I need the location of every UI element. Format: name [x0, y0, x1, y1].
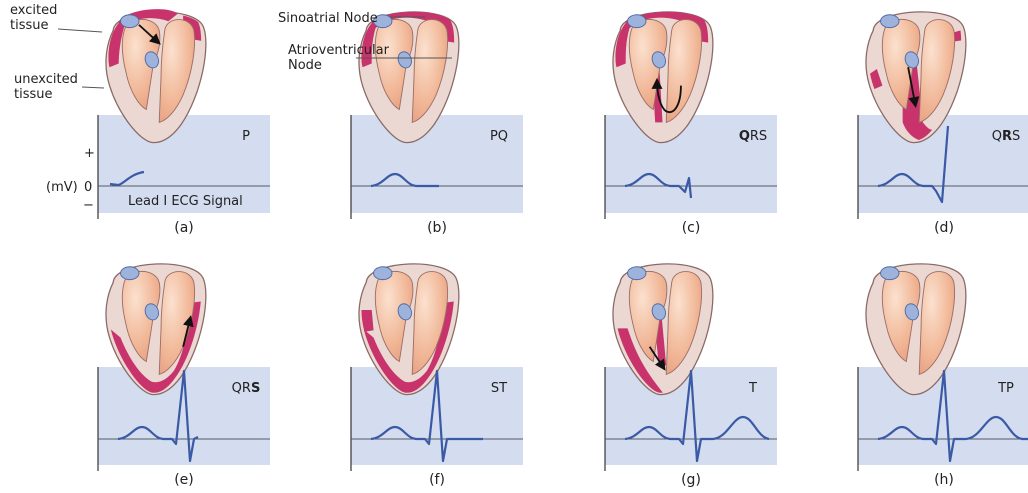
excited-tissue-line2: tissue: [10, 18, 49, 33]
phase-label-part: RS: [750, 129, 767, 144]
panel-caption: (h): [934, 472, 954, 488]
sinoatrial-node: [121, 267, 139, 280]
phase-label-part: Q: [992, 129, 1002, 144]
phase-label: PQ: [490, 129, 508, 144]
phase-label: QRS: [739, 129, 767, 144]
panel-c: QRS (c): [605, 12, 777, 236]
plus-sign: +: [84, 146, 95, 161]
panel-h: TP (h): [858, 264, 1028, 488]
panel-e: QRS (e): [98, 264, 270, 488]
sinoatrial-node: [121, 15, 139, 28]
excited-tissue-line1: excited: [10, 3, 57, 18]
panel-caption: (e): [174, 472, 194, 488]
phase-label-part: Q: [739, 129, 750, 144]
unexcited-tissue-line1: unexcited: [14, 72, 78, 87]
unit-label: (mV): [46, 180, 78, 195]
panel-f: ST (f): [351, 264, 523, 488]
sinoatrial-node-label: Sinoatrial Node: [278, 11, 378, 26]
unexcited-tissue-pointer: [82, 87, 104, 88]
phase-label-part: S: [251, 381, 260, 396]
phase-label: TP: [997, 381, 1014, 396]
panel-caption: (f): [429, 472, 445, 488]
sinoatrial-node: [374, 267, 392, 280]
av-node-line1: Atrioventricular: [288, 43, 390, 58]
phase-label-part: R: [1002, 129, 1012, 144]
phase-label: QRS: [992, 129, 1021, 144]
panel-g: T (g): [605, 264, 777, 488]
sinoatrial-node: [628, 15, 646, 28]
phase-label: ST: [491, 381, 507, 396]
panel-caption: (g): [681, 472, 701, 488]
unexcited-tissue-label: unexcited tissue: [14, 72, 82, 102]
minus-sign: −: [83, 198, 94, 213]
panel-caption: (d): [934, 220, 954, 236]
panel-caption: (c): [682, 220, 701, 236]
panel-caption: (b): [427, 220, 447, 236]
zero-label: 0: [84, 180, 92, 195]
unexcited-tissue-line2: tissue: [14, 87, 53, 102]
excited-tissue-label: excited tissue: [10, 3, 61, 33]
av-node-line2: Node: [288, 58, 322, 73]
panel-d: QRS (d): [858, 12, 1028, 236]
phase-label-part: S: [1012, 129, 1020, 144]
phase-label: T: [748, 381, 757, 396]
excited-tissue-pointer: [58, 29, 102, 32]
phase-label-part: QR: [232, 381, 251, 396]
sinoatrial-node: [628, 267, 646, 280]
signal-name: Lead I ECG Signal: [128, 194, 243, 209]
panel-caption: (a): [174, 220, 194, 236]
sinoatrial-node: [881, 267, 899, 280]
phase-label: QRS: [232, 381, 261, 396]
phase-label: P: [242, 129, 250, 144]
sinoatrial-node: [881, 15, 899, 28]
